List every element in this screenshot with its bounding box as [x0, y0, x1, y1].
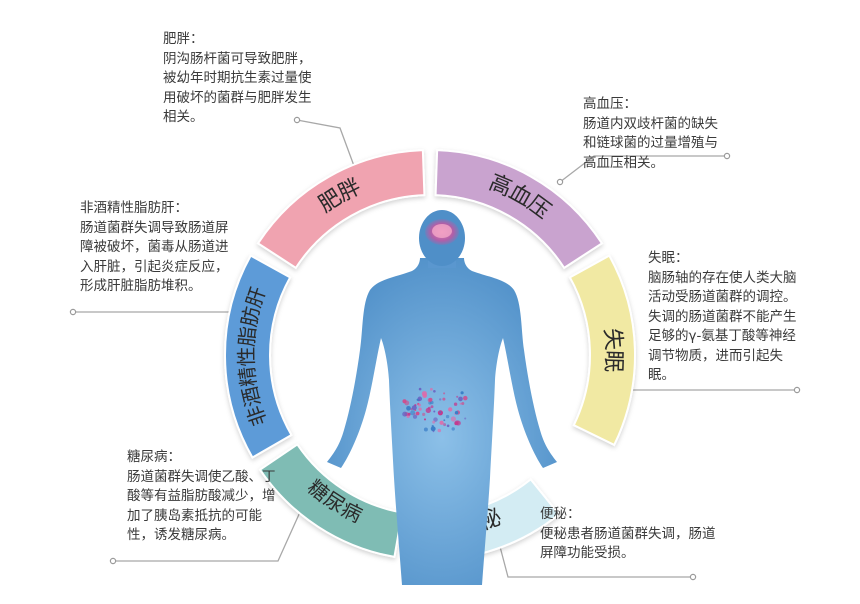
note-nafld-title: 非酒精性脂肪肝：: [80, 200, 188, 216]
bacterium-dot: [454, 421, 459, 426]
bacterium-dot: [450, 416, 457, 422]
bacterium-dot: [453, 402, 458, 406]
bacterium-dot: [463, 395, 468, 401]
bacterium-dot: [439, 420, 444, 425]
note-insomnia-title: 失眠：: [648, 250, 689, 266]
note-diabetes: 糖尿病： 肠道菌群失调使乙酸、丁酸等有益脂肪酸减少，增加了胰岛素抵抗的可能性，诱…: [127, 448, 277, 546]
ring-segment-obesity: [256, 149, 426, 270]
gut-bacteria-icon: [402, 387, 468, 433]
bacterium-dot: [451, 427, 455, 431]
bacterium-dot: [418, 407, 422, 411]
bacterium-dot: [418, 387, 422, 391]
bacterium-dot: [410, 410, 416, 416]
bacterium-dot: [442, 397, 446, 401]
bacterium-dot: [443, 423, 447, 427]
bacterium-dot: [437, 428, 442, 433]
note-diabetes-title: 糖尿病：: [127, 449, 181, 465]
bacterium-dot: [431, 424, 434, 428]
bacterium-dot: [443, 392, 446, 395]
note-obesity-body: 阴沟肠杆菌可导致肥胖，被幼年时期抗生素过量使用破坏的菌群与肥胖发生相关。: [163, 50, 312, 126]
note-nafld-body: 肠道菌群失调导致肠道屏障被破坏，菌毒从肠道进入肝脏，引起炎症反应，形成肝脏脂肪堆…: [80, 219, 229, 295]
bacterium-dot: [439, 410, 442, 414]
bacterium-dot: [460, 391, 464, 395]
bacterium-dot: [415, 411, 420, 416]
bacterium-dot: [446, 424, 450, 428]
note-insomnia-body: 脑肠轴的存在使人类大脑活动受肠道菌群的调控。失调的肠道菌群不能产生足够的γ-氨基…: [648, 269, 797, 384]
note-obesity-title: 肥胖：: [163, 31, 204, 47]
bacterium-dot: [432, 420, 436, 424]
bacterium-dot: [456, 395, 459, 398]
bacterium-dot: [458, 396, 463, 402]
bacterium-dot: [417, 403, 422, 407]
bacterium-dot: [417, 396, 423, 402]
bacterium-dot: [406, 405, 411, 411]
bacterium-dot: [433, 410, 436, 413]
ring-segment-insomnia: [568, 254, 636, 447]
note-hypertension-body: 肠道内双歧杆菌的缺失和链球菌的过量增殖与高血压相关。: [583, 115, 718, 171]
connector-hypertension: [559, 155, 727, 183]
note-nafld: 非酒精性脂肪肝： 肠道菌群失调导致肠道屏障被破坏，菌毒从肠道进入肝脏，引起炎症反…: [80, 199, 230, 297]
bacterium-dot: [427, 397, 432, 403]
connector-dot-obesity-0: [293, 116, 301, 124]
connector-dot-hypertension-1: [556, 178, 564, 186]
connector-dot-diabetes-0: [109, 557, 117, 565]
note-obesity: 肥胖： 阴沟肠杆菌可导致肥胖，被幼年时期抗生素过量使用破坏的菌群与肥胖发生相关。: [163, 30, 313, 128]
bacterium-dot: [416, 398, 419, 401]
bacterium-dot: [430, 426, 436, 432]
bacterium-dot: [402, 399, 407, 404]
ring-segment-diabetes: [258, 443, 404, 559]
note-constipation: 便秘： 便秘患者肠道菌群失调，肠道屏障功能受损。: [540, 505, 725, 564]
note-constipation-title: 便秘：: [540, 506, 581, 522]
note-hypertension-title: 高血压：: [583, 96, 637, 112]
bacterium-dot: [433, 417, 438, 422]
connector-dot-hypertension-0: [723, 152, 731, 160]
bacterium-dot: [443, 419, 446, 422]
bacterium-dot: [448, 407, 453, 412]
bacterium-dot: [445, 414, 450, 419]
connector-dot-insomnia-0: [793, 386, 801, 394]
ring-segment-nafld: [224, 254, 293, 459]
bacterium-dot: [439, 398, 442, 401]
bacterium-dot: [411, 405, 417, 411]
connector-dot-constipation-0: [689, 573, 697, 581]
bacterium-dot: [428, 401, 432, 405]
bacterium-dot: [407, 412, 411, 416]
note-hypertension: 高血压： 肠道内双歧杆菌的缺失和链球菌的过量增殖与高血压相关。: [583, 95, 728, 173]
note-insomnia: 失眠： 脑肠轴的存在使人类大脑活动受肠道菌群的调控。失调的肠道菌群不能产生足够的…: [648, 249, 798, 386]
bacterium-dot: [423, 427, 428, 432]
bacterium-dot: [423, 418, 427, 421]
bacterium-dot: [461, 402, 465, 405]
bacterium-dot: [433, 389, 436, 393]
ring-segment-hypertension: [434, 149, 604, 270]
note-constipation-body: 便秘患者肠道菌群失调，肠道屏障功能受损。: [540, 525, 716, 562]
bacterium-dot: [464, 417, 467, 420]
bacterium-dot: [425, 407, 431, 414]
bacterium-dot: [402, 411, 408, 417]
bacterium-dot: [422, 393, 427, 398]
connector-dot-nafld-0: [69, 308, 77, 316]
bacterium-dot: [422, 412, 426, 416]
connector-obesity: [296, 119, 358, 175]
bacterium-dot: [430, 387, 433, 391]
note-diabetes-body: 肠道菌群失调使乙酸、丁酸等有益脂肪酸减少，增加了胰岛素抵抗的可能性，诱发糖尿病。: [127, 468, 276, 544]
bacterium-dot: [430, 405, 434, 409]
bacterium-dot: [432, 430, 435, 433]
bacterium-dot: [454, 410, 459, 415]
bacterium-dot: [412, 414, 418, 419]
bacterium-dot: [459, 402, 462, 405]
brain-icon: [425, 219, 459, 245]
